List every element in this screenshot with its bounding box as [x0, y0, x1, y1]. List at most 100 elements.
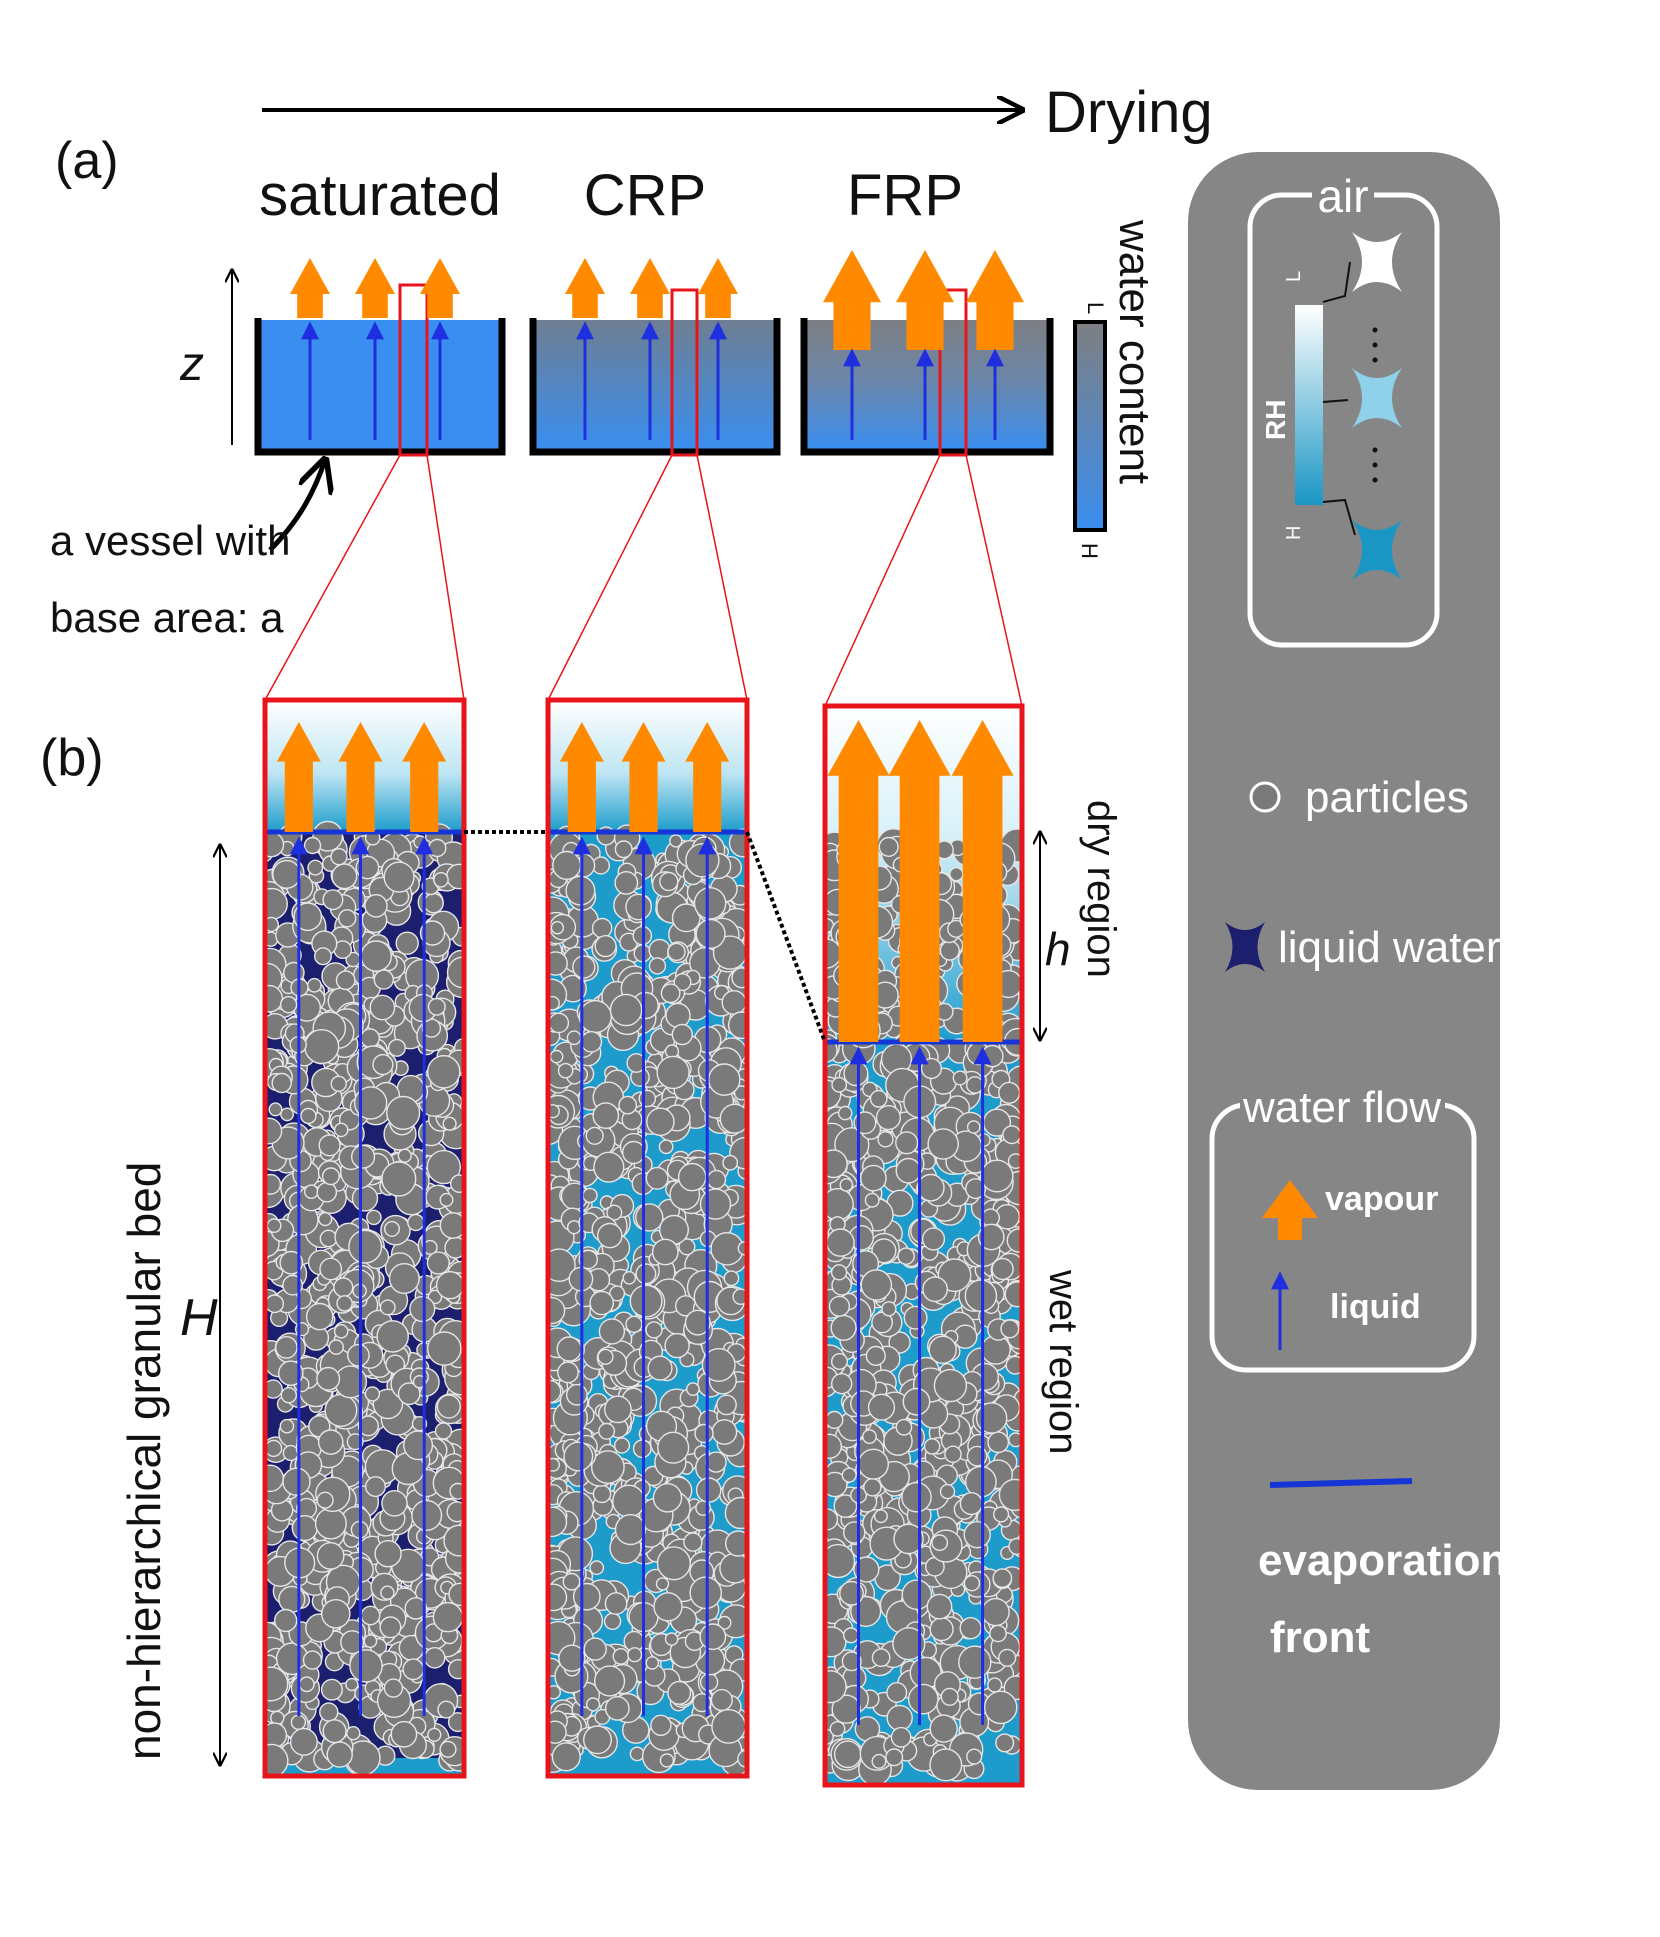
particle — [939, 1483, 956, 1500]
particle — [875, 1104, 901, 1131]
vapour-arrow — [565, 258, 605, 318]
particle — [439, 1212, 464, 1239]
particle — [902, 1387, 931, 1416]
vessel-note-line2: base area: a — [50, 594, 284, 641]
particle — [548, 1583, 568, 1612]
particle — [589, 1290, 615, 1316]
particle — [428, 838, 447, 858]
particle — [321, 1167, 340, 1186]
particle — [407, 1213, 425, 1232]
particle — [439, 1740, 457, 1758]
vapour-arrow — [966, 250, 1024, 350]
particle — [625, 893, 652, 921]
particle — [548, 1104, 560, 1119]
particles — [825, 828, 1022, 1785]
particle — [1007, 1153, 1022, 1169]
particle — [966, 1748, 983, 1765]
particle — [336, 1295, 353, 1312]
particle — [314, 947, 333, 966]
particle — [592, 1102, 620, 1130]
particle — [604, 1696, 630, 1721]
particle — [873, 1509, 888, 1524]
particle — [717, 1615, 732, 1630]
particle — [585, 1697, 601, 1712]
particle — [318, 1211, 333, 1227]
particle — [566, 1030, 582, 1046]
particle — [572, 955, 596, 979]
zoom-frame — [262, 697, 467, 1779]
particle — [319, 1702, 339, 1722]
particle — [265, 984, 284, 1013]
particle — [829, 1721, 846, 1737]
particle — [958, 1645, 992, 1679]
particle — [351, 1185, 379, 1212]
particle — [671, 1023, 693, 1046]
particle — [646, 1107, 675, 1137]
particle — [1008, 1537, 1022, 1555]
particle — [402, 1658, 425, 1681]
particle — [266, 1218, 282, 1234]
particle — [825, 1471, 848, 1498]
particle — [330, 1075, 347, 1093]
particle — [562, 1572, 581, 1591]
particle — [922, 1276, 948, 1303]
column-crp — [545, 697, 750, 1779]
particle — [987, 1677, 1003, 1693]
particle — [888, 1331, 911, 1354]
particle — [557, 1062, 574, 1079]
particle — [705, 1451, 727, 1473]
particle — [349, 1649, 383, 1683]
particle — [578, 999, 612, 1034]
particle — [403, 1430, 434, 1461]
dry-depth-label: h — [1045, 923, 1071, 975]
particle — [964, 1279, 998, 1312]
particle — [384, 1220, 401, 1237]
particle — [648, 938, 671, 961]
particle — [369, 994, 396, 1021]
particle — [622, 1271, 637, 1285]
water-content-colorbar — [1073, 320, 1107, 532]
particle — [265, 1743, 289, 1776]
particle — [693, 887, 727, 920]
particle — [664, 1632, 679, 1646]
particle — [316, 1366, 341, 1391]
particle — [318, 1134, 341, 1157]
colorbar-high-label: H — [1077, 543, 1102, 559]
particle — [618, 1095, 638, 1115]
particle — [426, 1055, 461, 1089]
particle — [629, 1284, 663, 1318]
vapour-arrow — [338, 722, 383, 832]
particle — [614, 1513, 646, 1546]
particle — [291, 1514, 318, 1542]
particle — [591, 917, 613, 939]
particle — [604, 1592, 628, 1615]
particle — [830, 1264, 848, 1281]
particle — [446, 1501, 464, 1523]
particle — [604, 1395, 632, 1424]
rh-pointers — [1322, 261, 1356, 536]
particle — [660, 983, 681, 1004]
particle — [335, 970, 356, 991]
particle — [614, 871, 639, 895]
particle — [728, 828, 747, 858]
particle — [437, 1700, 456, 1719]
particle — [877, 1131, 894, 1148]
particle — [333, 1122, 349, 1138]
particle — [841, 1651, 862, 1672]
particle — [316, 1491, 334, 1509]
particle — [895, 1131, 919, 1155]
particle — [426, 1251, 450, 1275]
particle — [280, 1107, 294, 1122]
particle — [659, 1753, 675, 1768]
particle — [305, 1302, 334, 1331]
particle — [629, 1746, 645, 1762]
particle — [322, 1719, 347, 1744]
legend-flow-title-bg — [1240, 1082, 1445, 1128]
particle — [895, 1157, 922, 1184]
particle — [357, 1415, 379, 1437]
particle — [265, 887, 288, 920]
particle — [667, 942, 686, 962]
particle — [320, 1599, 351, 1629]
particle — [841, 1467, 857, 1483]
particle — [869, 1089, 888, 1108]
